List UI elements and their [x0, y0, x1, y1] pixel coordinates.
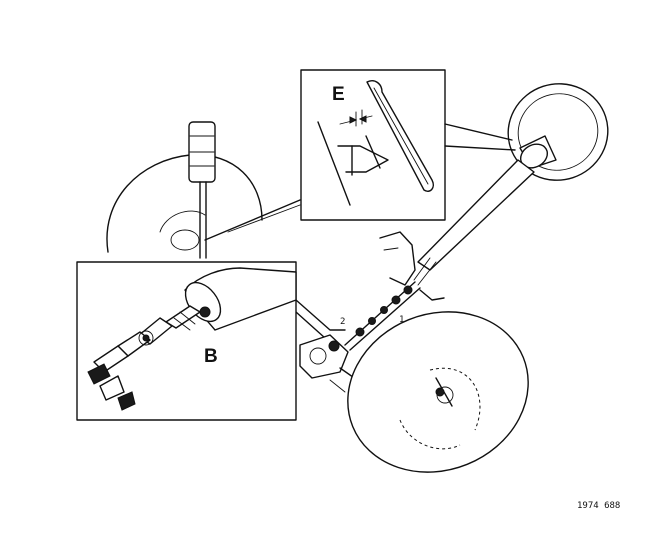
callout-label-e: E [332, 84, 345, 105]
reference-code: 1974 688 [577, 501, 620, 511]
shock-absorber [188, 121, 216, 259]
callout-label-b: B [204, 346, 218, 367]
callout-box-b: B [76, 261, 297, 421]
frame-member [204, 199, 346, 339]
rear-left-wheel [106, 154, 263, 253]
steering-column [413, 159, 535, 286]
leader-line-e [444, 123, 516, 151]
steering-wheel [507, 83, 609, 181]
part-number-one: 1 [399, 315, 404, 325]
front-right-wheel [347, 311, 529, 473]
part-number-two: 2 [340, 317, 345, 327]
intermediate-shaft [344, 281, 421, 351]
cowl-bracket [379, 231, 445, 301]
callout-box-e: E [300, 69, 446, 221]
